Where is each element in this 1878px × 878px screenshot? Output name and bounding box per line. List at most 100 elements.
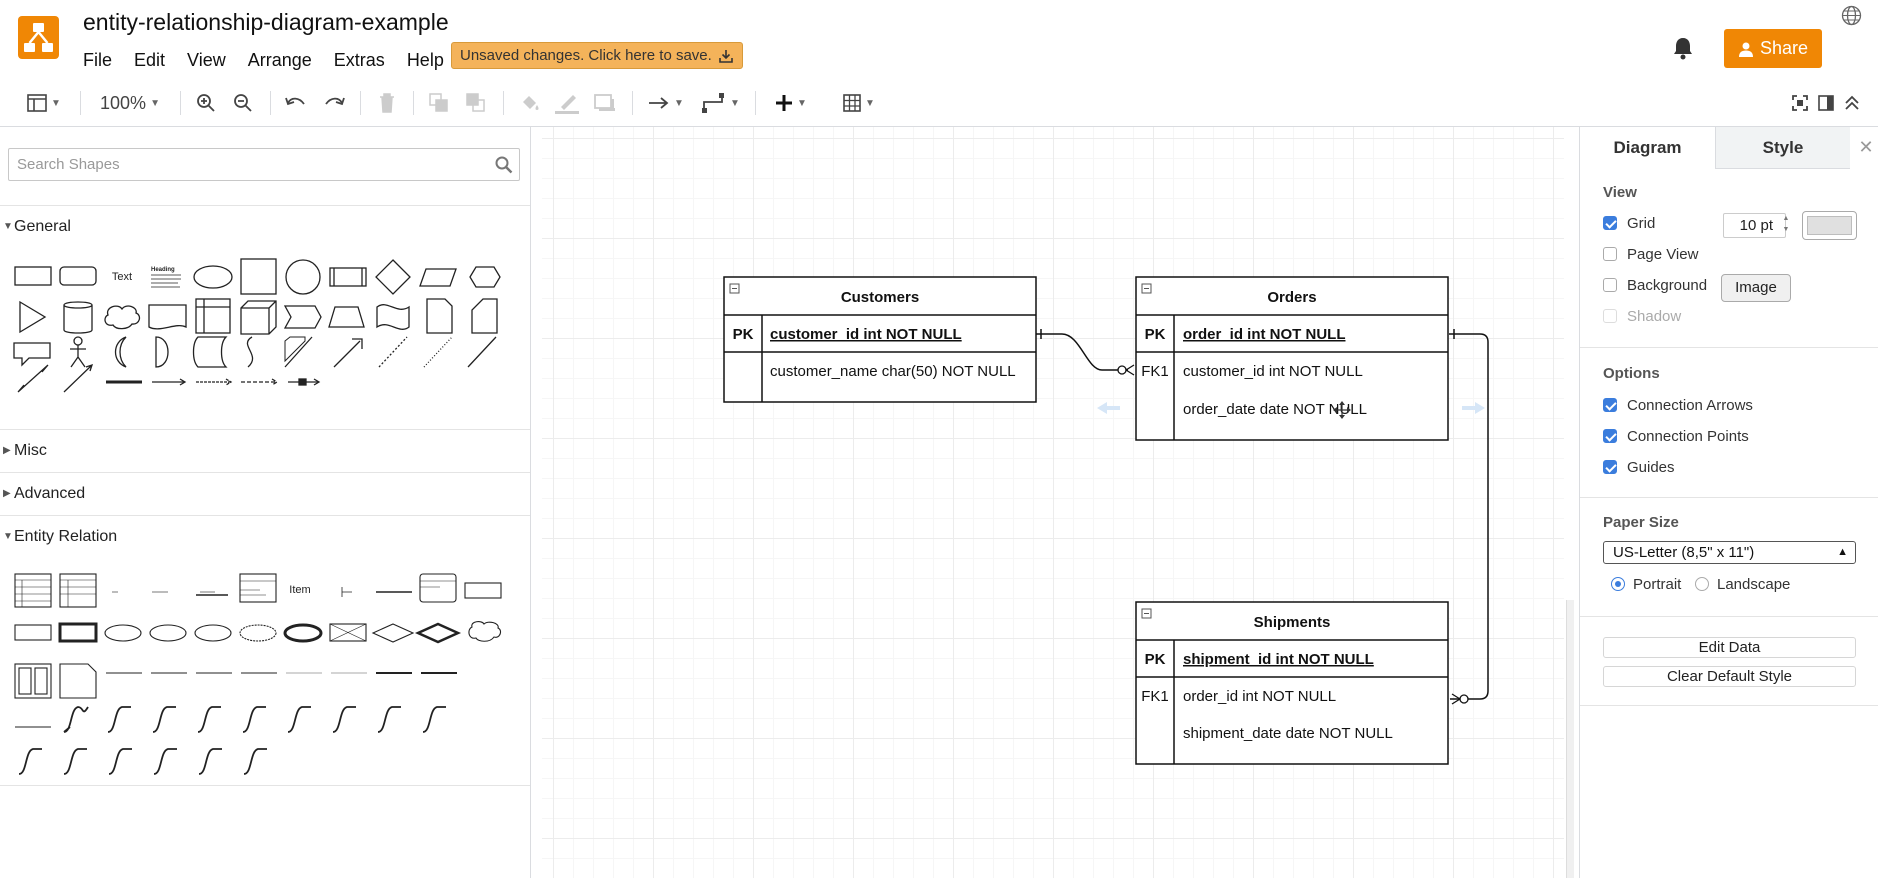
page-view-checkbox[interactable]: Page View (1603, 244, 1698, 264)
connection-points-checkbox[interactable]: Connection Points (1603, 426, 1749, 446)
layout-icon (27, 94, 47, 112)
orders-fk1-label: FK1 (1141, 363, 1169, 380)
search-shapes[interactable] (8, 148, 520, 181)
divider (360, 91, 361, 115)
line-color-button[interactable] (554, 89, 580, 117)
table-orders-title: Orders (1267, 289, 1316, 306)
document-title[interactable]: entity-relationship-diagram-example (83, 9, 449, 35)
table-orders[interactable]: Orders PK order_id int NOT NULL FK1 cust… (1135, 276, 1449, 441)
divider (632, 91, 633, 115)
section-misc[interactable]: ▶ Misc (0, 429, 530, 471)
globe-icon[interactable] (1841, 5, 1862, 26)
menu-help[interactable]: Help (406, 50, 444, 70)
drawio-logo-icon[interactable] (18, 16, 59, 59)
waypoints-button[interactable]: ▼ (700, 89, 742, 117)
chevron-down-icon: ▼ (3, 221, 13, 232)
menu-extras[interactable]: Extras (333, 50, 385, 70)
many-marker (1125, 364, 1135, 376)
section-general[interactable]: ▼ General (0, 205, 530, 247)
zoom-out-button[interactable] (232, 89, 254, 117)
checkbox[interactable] (1603, 309, 1617, 323)
stepper-icon[interactable]: ▲▼ (1782, 215, 1790, 233)
chevrons-up-icon (1845, 95, 1859, 110)
unsaved-changes-banner[interactable]: Unsaved changes. Click here to save. (451, 42, 743, 69)
tab-style[interactable]: Style (1715, 127, 1850, 169)
page-view-label: Page View (1627, 245, 1699, 263)
fill-color-button[interactable] (518, 89, 542, 117)
share-button[interactable]: Share (1724, 29, 1822, 68)
menu-arrange[interactable]: Arrange (247, 50, 312, 70)
checkbox[interactable] (1603, 216, 1617, 230)
section-entity-relation[interactable]: ▼ Entity Relation (0, 515, 530, 557)
edit-data-button[interactable]: Edit Data (1603, 637, 1856, 658)
tab-diagram[interactable]: Diagram (1580, 127, 1715, 169)
menu-view[interactable]: View (187, 50, 226, 70)
radio-button[interactable] (1695, 577, 1709, 591)
connector-customers-orders[interactable] (1036, 333, 1128, 371)
trash-icon (380, 93, 394, 113)
canvas-scrollbar[interactable] (1566, 600, 1574, 878)
close-icon[interactable]: ✕ (1858, 137, 1874, 157)
table-button[interactable]: ▼ (838, 89, 880, 117)
insert-button[interactable]: ▼ (770, 89, 812, 117)
connection-style-button[interactable]: ▼ (646, 89, 686, 117)
collapse-button[interactable] (1842, 89, 1862, 117)
menu-edit[interactable]: Edit (134, 50, 166, 70)
paper-size-select[interactable]: US-Letter (8,5" x 11") ▲ (1603, 541, 1856, 564)
delete-button[interactable] (376, 89, 398, 117)
shadow-button[interactable] (593, 89, 617, 117)
grid-color-swatch[interactable] (1802, 211, 1857, 240)
connection-arrows-checkbox[interactable]: Connection Arrows (1603, 395, 1753, 415)
radio-button[interactable] (1611, 577, 1625, 591)
clear-default-style-button[interactable]: Clear Default Style (1603, 666, 1856, 687)
orders-pk-label: PK (1145, 326, 1166, 343)
diagram-canvas[interactable]: Customers PK customer_id int NOT NULL cu… (542, 127, 1564, 878)
redo-button[interactable] (322, 89, 346, 117)
guides-checkbox[interactable]: Guides (1603, 457, 1675, 477)
select-arrows-icon: ▲ (1837, 546, 1848, 558)
to-front-icon (429, 93, 448, 112)
grid-size-input[interactable]: 10 pt (1723, 213, 1786, 238)
entity-relation-shapes-palette[interactable]: Item (0, 557, 530, 787)
table-shipments[interactable]: Shipments PK shipment_id int NOT NULL FK… (1135, 601, 1449, 765)
checkbox[interactable] (1603, 429, 1617, 443)
checkbox[interactable] (1603, 278, 1617, 292)
search-input[interactable] (9, 149, 479, 180)
menu-file[interactable]: File (83, 50, 113, 70)
chevron-down-icon: ▼ (674, 97, 684, 109)
checkbox[interactable] (1603, 398, 1617, 412)
section-advanced-label: Advanced (14, 485, 86, 502)
connector-orders-shipments[interactable] (1449, 333, 1489, 700)
checkbox[interactable] (1603, 247, 1617, 261)
hover-arrow-right-icon[interactable] (1462, 402, 1485, 414)
zoom-dropdown[interactable]: 100% ▼ (94, 89, 166, 117)
search-icon[interactable] (495, 156, 513, 174)
background-checkbox[interactable]: Background (1603, 275, 1707, 295)
grid-checkbox[interactable]: Grid (1603, 213, 1655, 233)
to-front-button[interactable] (428, 89, 450, 117)
guides-label: Guides (1627, 458, 1675, 476)
undo-button[interactable] (284, 89, 308, 117)
to-back-button[interactable] (465, 89, 487, 117)
checkbox[interactable] (1603, 460, 1617, 474)
section-advanced[interactable]: ▶ Advanced (0, 472, 530, 514)
table-customers[interactable]: Customers PK customer_id int NOT NULL cu… (723, 276, 1037, 403)
background-image-button[interactable]: Image (1721, 274, 1791, 302)
general-shapes-palette[interactable]: Text Heading (0, 247, 530, 397)
arrow-right-icon (649, 97, 669, 109)
divider (0, 785, 530, 786)
er-item-shape-label: Item (289, 584, 310, 596)
format-panel-toggle[interactable]: ▼ (22, 89, 66, 117)
section-misc-label: Misc (14, 442, 47, 459)
shadow-checkbox[interactable]: Shadow (1603, 306, 1681, 326)
zoom-in-button[interactable] (195, 89, 217, 117)
bell-icon[interactable] (1672, 36, 1694, 60)
er-diagram: Customers PK customer_id int NOT NULL cu… (723, 276, 1489, 765)
fullscreen-button[interactable] (1790, 89, 1810, 117)
portrait-radio[interactable]: Portrait (1611, 574, 1681, 594)
divider (503, 91, 504, 115)
hover-arrow-left-icon[interactable] (1097, 402, 1120, 414)
toggle-format-panel-button[interactable] (1816, 89, 1836, 117)
landscape-radio[interactable]: Landscape (1695, 574, 1790, 594)
